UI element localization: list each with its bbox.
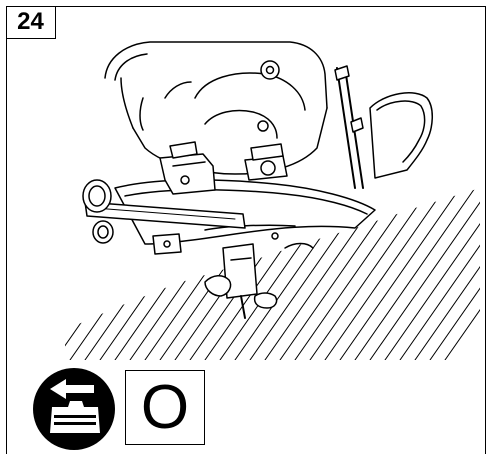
router-base-adjustment-illustration — [65, 41, 480, 360]
battery-remove-icon — [33, 368, 115, 450]
figure-number: 24 — [6, 6, 56, 39]
symbol-o-label: O — [125, 370, 205, 445]
figure-frame — [6, 6, 486, 454]
